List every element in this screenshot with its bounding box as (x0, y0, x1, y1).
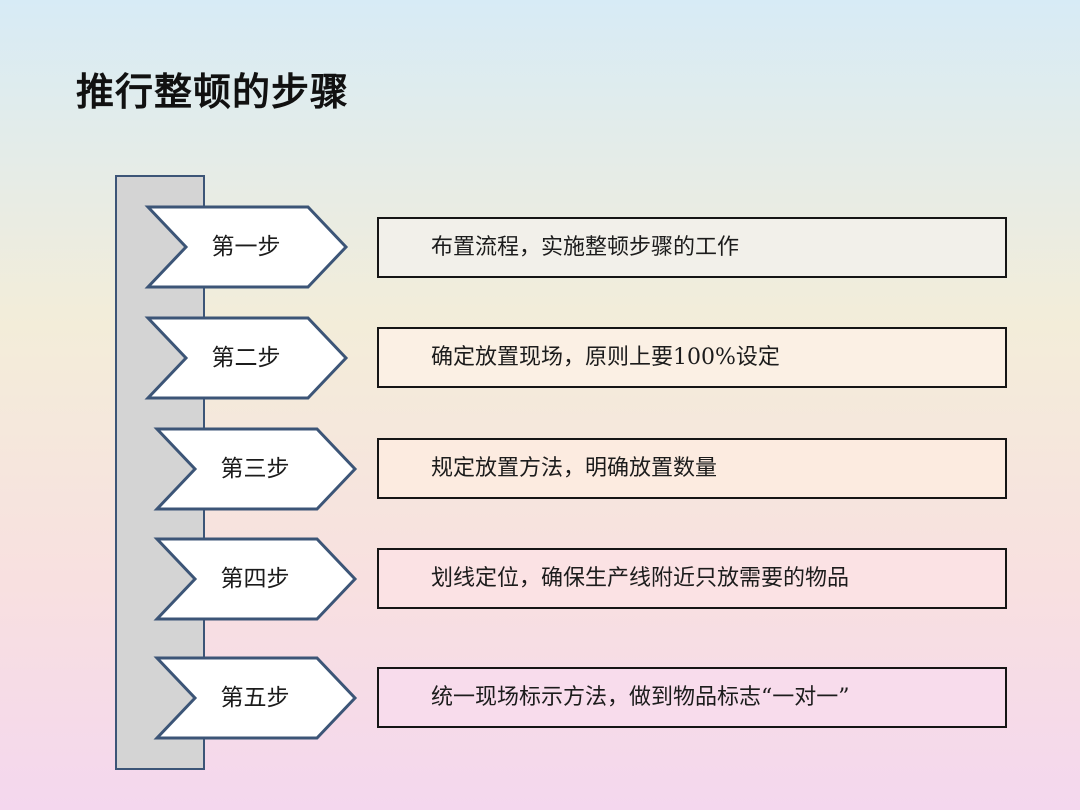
chevron-arrow-icon (153, 656, 358, 740)
chevron-arrow-icon (144, 205, 349, 289)
step-5-description: 统一现场标示方法，做到物品标志“一对一” (377, 667, 1007, 728)
step-4-label: 第四步 (220, 566, 290, 592)
chevron-arrow-icon (153, 537, 358, 621)
step-1-label: 第一步 (211, 234, 281, 260)
step-2-label: 第二步 (211, 345, 281, 371)
step-1-description: 布置流程，实施整顿步骤的工作 (377, 217, 1007, 278)
step-4-description: 划线定位，确保生产线附近只放需要的物品 (377, 548, 1007, 609)
step-3-label: 第三步 (220, 456, 290, 482)
step-5-label: 第五步 (220, 685, 290, 711)
page-title: 推行整顿的步骤 (76, 70, 350, 114)
step-2-description: 确定放置现场，原则上要100%设定 (377, 327, 1007, 388)
chevron-arrow-icon (144, 316, 349, 400)
chevron-arrow-icon (153, 427, 358, 511)
step-3-description: 规定放置方法，明确放置数量 (377, 438, 1007, 499)
